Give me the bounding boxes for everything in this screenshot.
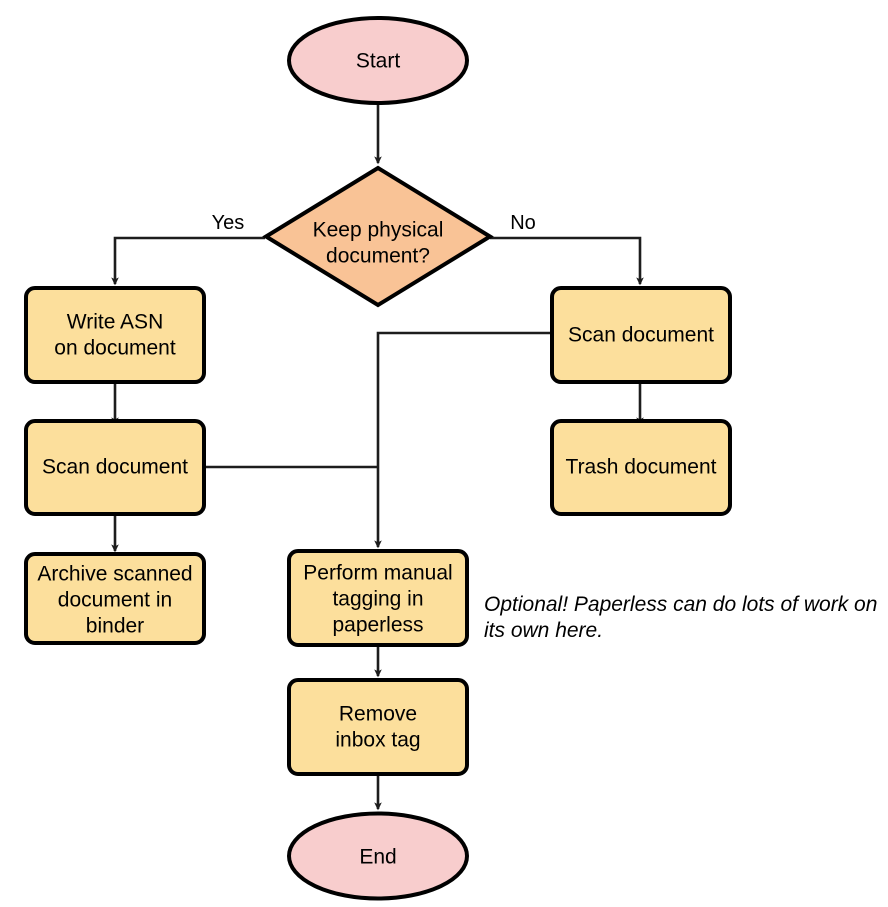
node-decision-keep-physical-document[interactable]: Keep physical document? <box>262 165 494 308</box>
start-terminator-shape <box>287 16 469 105</box>
node-archive-scanned-document[interactable]: Archive scanned document in binder <box>24 552 206 645</box>
edge-label-layer: Yes No <box>212 212 536 234</box>
end-terminator-shape <box>287 811 469 901</box>
edge-decision-to-write-asn <box>111 236 265 286</box>
remove-inbox-label-line2: inbox tag <box>335 729 420 752</box>
archive-label-line1: Archive scanned <box>37 563 192 586</box>
node-scan-document-right[interactable]: Scan document <box>550 286 732 384</box>
decision-diamond-shape <box>262 165 494 308</box>
node-write-asn[interactable]: Write ASN on document <box>24 286 206 384</box>
node-remove-inbox-tag[interactable]: Remove inbox tag <box>287 678 469 776</box>
trash-document-label: Trash document <box>566 456 717 479</box>
write-asn-label-line1: Write ASN <box>67 311 163 334</box>
manual-tagging-label-line2: tagging in <box>332 588 423 611</box>
edge-label-no: No <box>510 212 536 234</box>
edge-layer <box>111 103 644 811</box>
write-asn-label-line2: on document <box>54 337 176 360</box>
archive-label-line2: document in <box>58 589 172 612</box>
node-start[interactable]: Start <box>287 16 469 105</box>
scan-document-left-box-shape <box>24 419 206 516</box>
node-end[interactable]: End <box>287 811 469 901</box>
edge-label-yes: Yes <box>212 212 245 234</box>
end-label: End <box>359 846 396 869</box>
write-asn-box-shape <box>24 286 206 384</box>
archive-box-shape <box>24 552 206 645</box>
decision-label-line2: document? <box>326 245 430 268</box>
manual-tagging-label-line1: Perform manual <box>303 562 452 585</box>
archive-label-line3: binder <box>86 615 144 638</box>
manual-tagging-label-line3: paperless <box>332 614 423 637</box>
scan-document-right-label: Scan document <box>568 324 714 347</box>
edge-scan-right-to-manual-tagging <box>374 331 552 549</box>
start-label: Start <box>356 50 401 73</box>
scan-document-right-box-shape <box>550 286 732 384</box>
edge-decision-to-scan-right <box>490 236 644 286</box>
node-trash-document[interactable]: Trash document <box>550 419 732 516</box>
node-perform-manual-tagging[interactable]: Perform manual tagging in paperless <box>287 549 469 647</box>
node-scan-document-left[interactable]: Scan document <box>24 419 206 516</box>
optional-note-line2: its own here. <box>484 619 603 642</box>
manual-tagging-box-shape <box>287 549 469 647</box>
optional-note-line1: Optional! Paperless can do lots of work … <box>484 593 877 616</box>
trash-document-box-shape <box>550 419 732 516</box>
remove-inbox-label-line1: Remove <box>339 703 417 726</box>
optional-note-annotation: Optional! Paperless can do lots of work … <box>484 593 877 642</box>
decision-label-line1: Keep physical <box>313 219 444 242</box>
scan-document-left-label: Scan document <box>42 456 188 479</box>
remove-inbox-box-shape <box>287 678 469 776</box>
